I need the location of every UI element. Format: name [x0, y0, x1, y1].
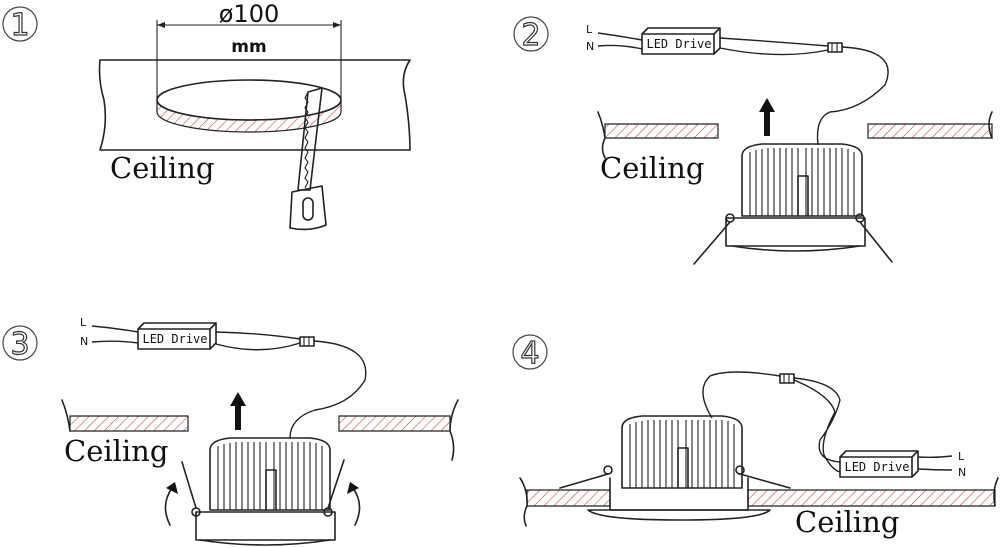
neutral-label-2: N [586, 40, 594, 53]
cut-hole [156, 79, 342, 121]
svg-text:LED Drive: LED Drive [142, 332, 207, 346]
connector-icon [827, 42, 843, 53]
step-1: 1 ø100 mm Ceiling [2, 0, 411, 231]
svg-text:LED Drive: LED Drive [844, 460, 909, 474]
line-label-2: L [586, 23, 593, 36]
neutral-label-3: N [80, 335, 88, 348]
diameter-label: ø100 [219, 0, 280, 28]
connector-icon-3 [299, 336, 315, 347]
led-driver-3: LED Drive [137, 322, 217, 350]
connector-icon-4 [779, 373, 795, 384]
svg-text:LED Drive: LED Drive [646, 37, 711, 51]
ceiling-label-1: Ceiling [110, 151, 214, 185]
step-4: 4 LED Drive L N Ceiling [512, 334, 999, 539]
up-arrow-icon-3 [230, 392, 246, 430]
svg-text:3: 3 [10, 327, 29, 362]
ceiling-label-3: Ceiling [64, 434, 168, 468]
neutral-label-4: N [958, 466, 966, 479]
up-arrow-icon [759, 98, 775, 136]
step-number-2: 2 [513, 16, 549, 54]
svg-text:1: 1 [10, 8, 29, 43]
svg-text:4: 4 [520, 336, 539, 371]
led-driver-4: LED Drive [839, 450, 919, 478]
step-2: 2 L N LED Drive Ceiling [513, 16, 993, 265]
cut-hole-rim [156, 99, 342, 133]
step-number-3: 3 [2, 325, 38, 363]
rotate-arrow-icon [164, 482, 361, 526]
step-number-1: 1 [2, 6, 38, 44]
line-label-3: L [80, 316, 87, 329]
line-label-4: L [958, 450, 965, 463]
step-number-4: 4 [512, 334, 548, 372]
led-driver-2: LED Drive [641, 27, 721, 55]
svg-text:2: 2 [521, 18, 540, 53]
step-3: 3 L N LED Drive [2, 316, 459, 546]
ceiling-slab [98, 59, 411, 151]
ceiling-label-4: Ceiling [795, 505, 899, 539]
saw-icon [289, 87, 327, 231]
unit-label: mm [231, 37, 266, 57]
ceiling-label-2: Ceiling [600, 151, 704, 185]
